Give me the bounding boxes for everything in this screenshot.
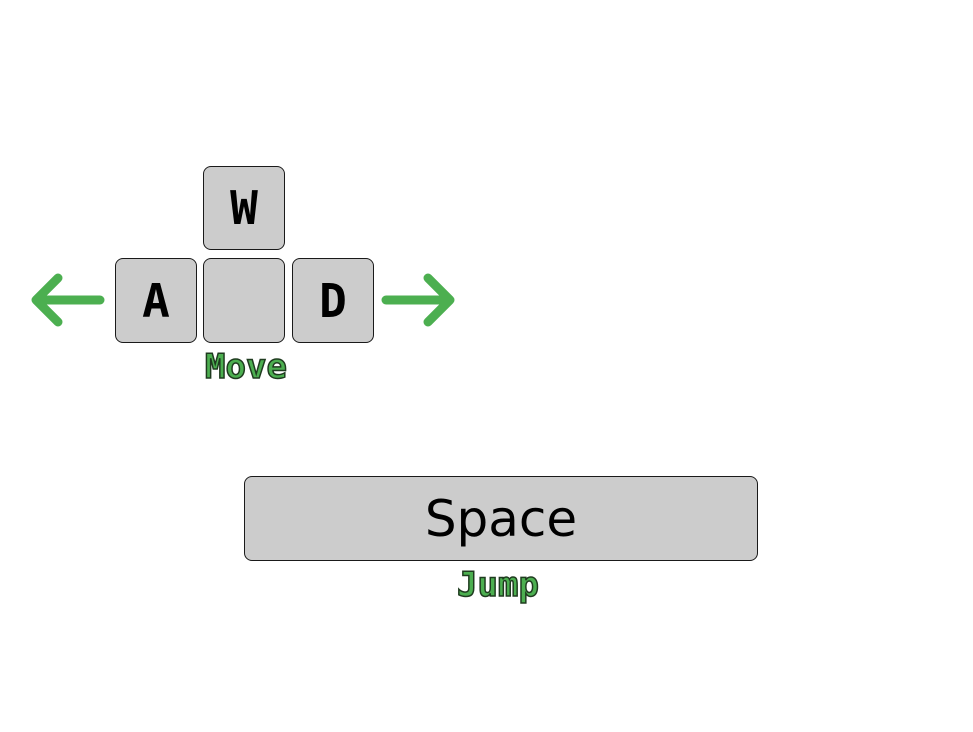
key-d-label: D (319, 273, 347, 328)
arrow-right-icon (381, 273, 455, 327)
jump-label: Jump (456, 565, 539, 605)
key-d: D (292, 258, 374, 343)
arrow-left-icon (31, 273, 105, 327)
key-a-label: A (142, 273, 170, 328)
key-w: W (203, 166, 285, 250)
key-a: A (115, 258, 197, 343)
key-w-label: W (230, 181, 258, 235)
key-space: Space (244, 476, 758, 561)
move-label: Move (204, 347, 287, 387)
key-s (203, 258, 285, 343)
key-space-label: Space (424, 489, 578, 548)
